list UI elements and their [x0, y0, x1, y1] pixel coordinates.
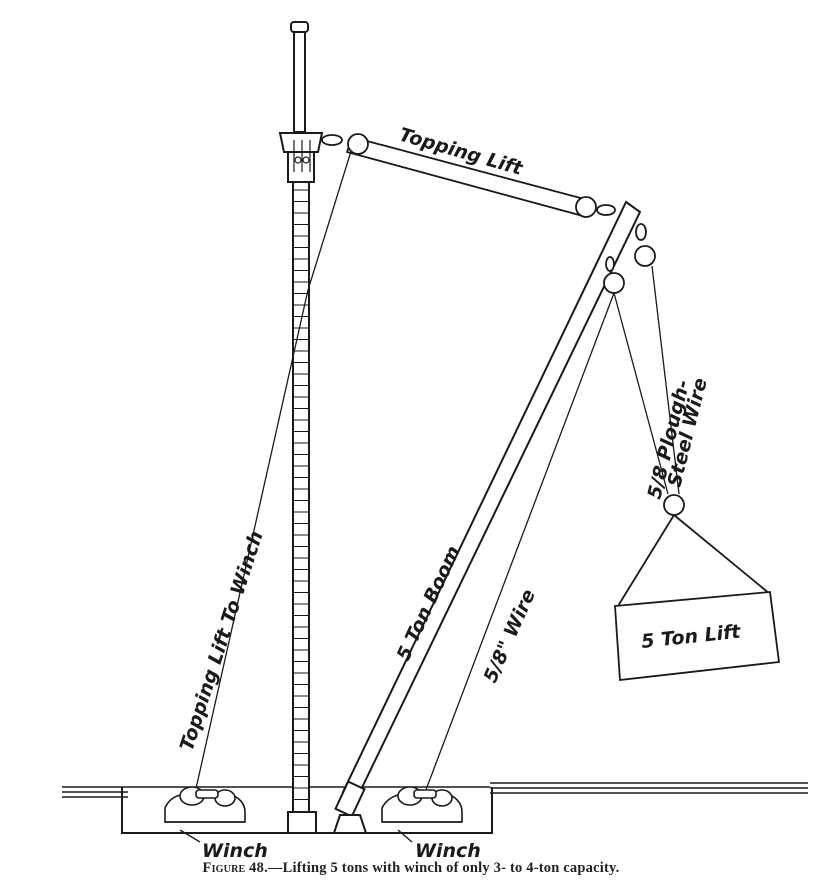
winch-right-label: Winch [415, 840, 481, 862]
winch-left-machine [164, 786, 246, 823]
topping-lift-pulley-right [575, 196, 597, 218]
topping-lift-to-winch-label: Topping Lift To Winch [176, 528, 268, 753]
figure-number: Figure 48. [202, 860, 268, 876]
mast-head-details [293, 140, 311, 172]
figure-caption: Figure 48.—Lifting 5 tons with winch of … [0, 860, 822, 877]
boom [332, 200, 642, 834]
boom-head [603, 223, 656, 294]
boom-pulley-upper [634, 245, 656, 267]
mast-rungs [293, 189, 309, 800]
topping-lift-beam [321, 133, 616, 218]
boom-pulley-lower [603, 272, 625, 294]
load-block [614, 494, 781, 682]
wire-label: 5/8" Wire [479, 586, 540, 686]
winch-right-machine [381, 786, 463, 823]
topping-lift-rope [194, 147, 353, 794]
hoist-wire [423, 265, 680, 796]
winch-pointers [179, 829, 413, 843]
winch-left-label: Winch [202, 840, 268, 862]
mast [278, 21, 324, 834]
figure-caption-text: —Lifting 5 tons with winch of only 3- to… [267, 860, 620, 876]
topping-lift-pulley-left [347, 133, 369, 155]
